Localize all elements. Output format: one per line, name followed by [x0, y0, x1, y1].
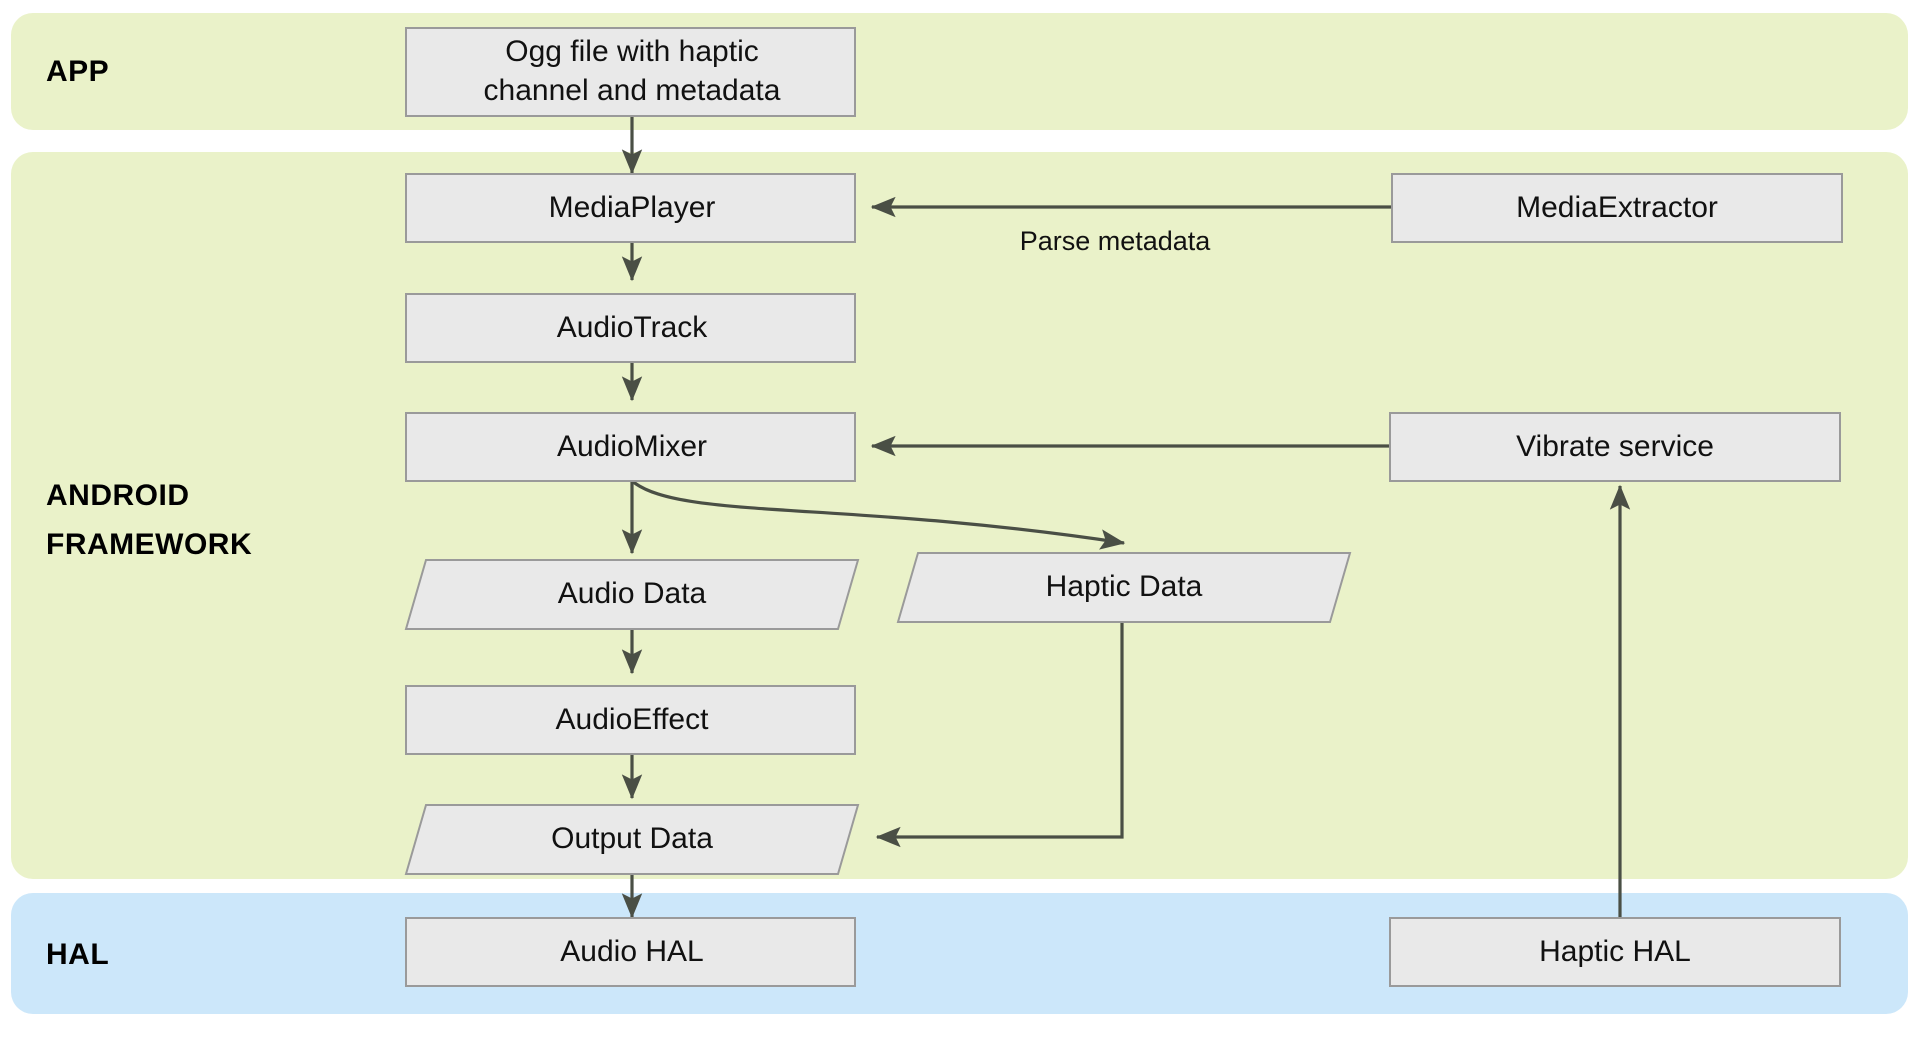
node-mediaextractor-label: MediaExtractor: [1516, 191, 1718, 224]
node-audio-hal-label: Audio HAL: [560, 935, 703, 968]
node-audio-data[interactable]: Audio Data: [404, 559, 860, 630]
node-audio-hal[interactable]: Audio HAL: [405, 917, 856, 987]
node-output-data[interactable]: Output Data: [404, 804, 860, 875]
layer-bands: [11, 13, 1908, 1014]
node-audioeffect[interactable]: AudioEffect: [405, 685, 856, 755]
node-vibrate-service[interactable]: Vibrate service: [1389, 412, 1841, 482]
node-ogg-file-label-line2: channel and metadata: [484, 74, 781, 107]
node-audiomixer[interactable]: AudioMixer: [405, 412, 856, 482]
node-mediaplayer[interactable]: MediaPlayer: [405, 173, 856, 243]
layer-title-hal: HAL: [46, 938, 109, 971]
edge-audiomixer-to-hapticdata: [630, 479, 1126, 550]
edges: Parse metadata: [621, 116, 1631, 919]
layer-titles: APP ANDROID FRAMEWORK HAL: [46, 55, 252, 971]
node-mediaextractor[interactable]: MediaExtractor: [1391, 173, 1843, 243]
node-output-data-label: Output Data: [551, 822, 713, 855]
edge-label-parse-metadata: Parse metadata: [1020, 226, 1212, 256]
layer-title-android: ANDROID: [46, 479, 190, 512]
node-audiotrack-label: AudioTrack: [557, 311, 709, 344]
node-haptic-data[interactable]: Haptic Data: [896, 552, 1352, 623]
node-ogg-file[interactable]: Ogg file with haptic channel and metadat…: [405, 27, 856, 117]
node-haptic-hal-label: Haptic HAL: [1539, 935, 1691, 968]
nodes: Ogg file with haptic channel and metadat…: [404, 27, 1843, 987]
node-haptic-hal[interactable]: Haptic HAL: [1389, 917, 1841, 987]
node-vibrate-service-label: Vibrate service: [1516, 430, 1714, 463]
node-audiotrack[interactable]: AudioTrack: [405, 293, 856, 363]
node-audiomixer-label: AudioMixer: [557, 430, 707, 463]
node-mediaplayer-label: MediaPlayer: [549, 191, 716, 224]
node-audio-data-label: Audio Data: [558, 577, 707, 610]
layer-band-android-framework: [11, 152, 1908, 879]
layer-title-framework: FRAMEWORK: [46, 528, 252, 561]
edge-hapticdata-to-outputdata: [875, 622, 1124, 848]
layer-title-app: APP: [46, 55, 109, 88]
node-audioeffect-label: AudioEffect: [556, 703, 710, 736]
node-haptic-data-label: Haptic Data: [1046, 570, 1203, 603]
layer-band-app: [11, 13, 1908, 130]
node-ogg-file-label-line1: Ogg file with haptic: [505, 35, 758, 68]
